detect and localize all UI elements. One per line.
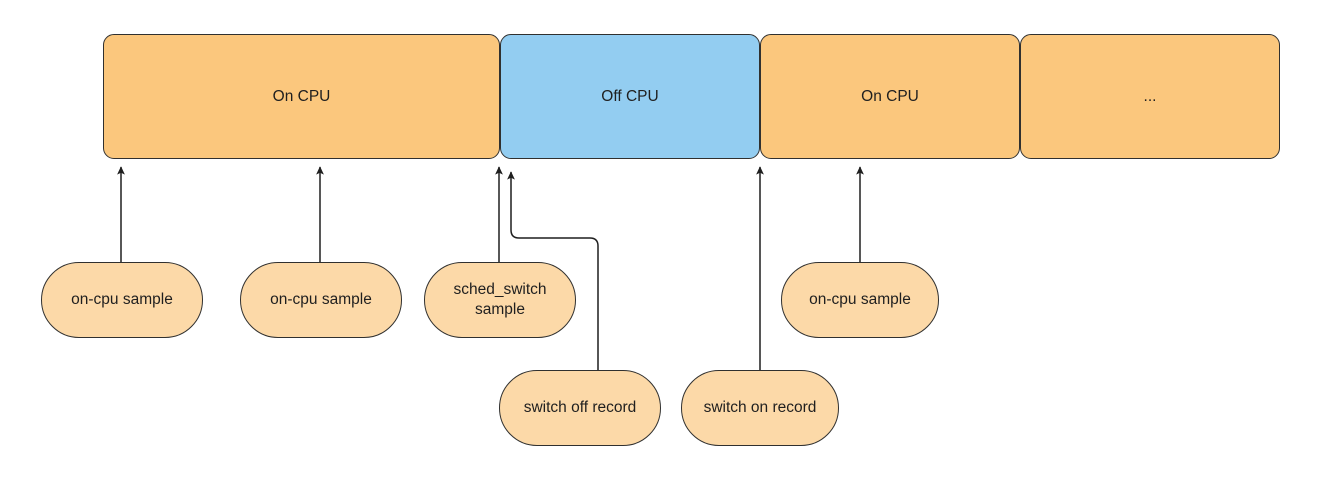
timeline-block-off-cpu-1[interactable]: Off CPU [500,34,760,159]
record-switch-off-record[interactable]: switch off record [499,370,661,446]
timeline-block-label: On CPU [272,87,331,105]
sample-label: on-cpu sample [270,291,372,309]
timeline-block-label: On CPU [861,87,919,105]
sample-label: sched_switch sample [453,281,547,318]
timeline-block-ellipsis[interactable]: ... [1020,34,1280,159]
sample-label: on-cpu sample [71,291,173,309]
timeline-block-on-cpu-1[interactable]: On CPU [103,34,500,159]
sample-on-cpu-sample-3[interactable]: on-cpu sample [781,262,939,338]
record-label: switch on record [703,399,817,417]
timeline-block-label: ... [1143,87,1157,105]
record-switch-on-record[interactable]: switch on record [681,370,839,446]
sample-label: on-cpu sample [809,291,911,309]
timeline-block-label: Off CPU [601,87,659,105]
sample-on-cpu-sample-1[interactable]: on-cpu sample [41,262,203,338]
record-label: switch off record [523,399,637,417]
timeline-block-on-cpu-2[interactable]: On CPU [760,34,1020,159]
sample-sched-switch-sample[interactable]: sched_switch sample [424,262,576,338]
sample-on-cpu-sample-2[interactable]: on-cpu sample [240,262,402,338]
